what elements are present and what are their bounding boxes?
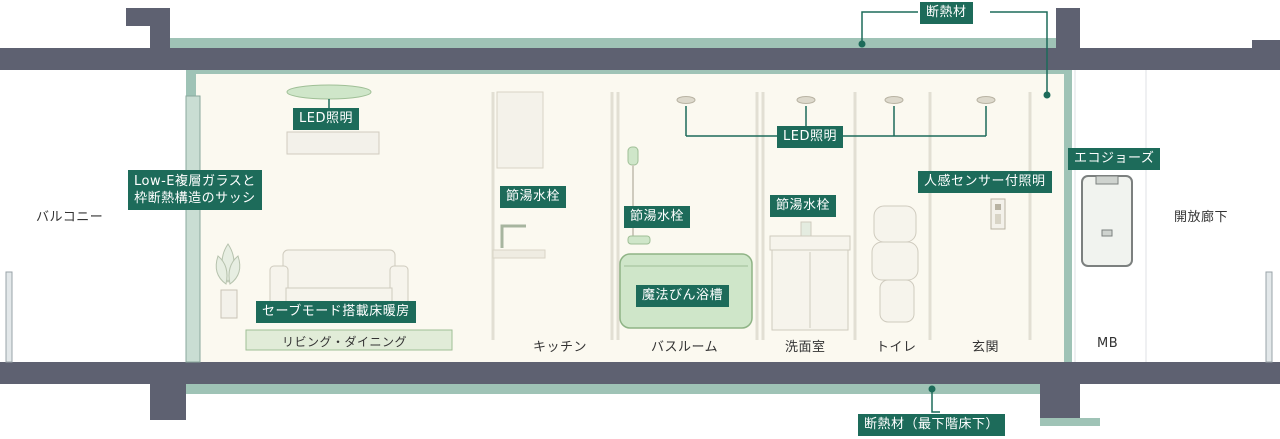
insulation-leader-lines	[861, 11, 1048, 413]
faucet-wash-label: 節湯水栓	[770, 195, 837, 217]
room-mb: MB	[1097, 336, 1119, 351]
washbasin-drawing	[769, 221, 851, 331]
room-washroom: 洗面室	[785, 340, 826, 355]
floor-heating-label: セーブモード搭載床暖房	[256, 301, 416, 323]
partitions	[491, 92, 1032, 340]
upper-wall-right	[1056, 8, 1080, 50]
room-kitchen: キッチン	[533, 340, 588, 355]
bath-faucet	[627, 235, 651, 245]
room-balcony: バルコニー	[36, 210, 104, 225]
ceiling-slab	[0, 48, 1280, 70]
led-living-label: LED照明	[293, 108, 359, 130]
window-sash	[185, 95, 201, 363]
insulation-dot-wall	[1043, 91, 1051, 99]
bathtub-label: 魔法びん浴槽	[636, 285, 730, 307]
roof-insulation	[170, 38, 1056, 48]
upper-wall-left-cap	[126, 8, 170, 26]
downlights	[676, 96, 996, 104]
led-wet-label: LED照明	[777, 126, 843, 148]
lower-wall-left	[150, 384, 186, 420]
balcony-railing	[5, 271, 13, 363]
floor-slab	[0, 362, 1280, 384]
room-living: リビング・ダイニング	[282, 335, 408, 349]
floor-insulation-corner	[1040, 418, 1100, 426]
glass-line-2: 枠断熱構造のサッシ	[134, 191, 256, 206]
air-conditioner	[286, 131, 380, 155]
floor-heating-rug	[245, 329, 453, 351]
corridor-railing	[1265, 271, 1273, 363]
insulation-dot-top	[858, 40, 866, 48]
ecojoze-label: エコジョーズ	[1068, 148, 1161, 170]
sensor-light-label: 人感センサー付照明	[918, 171, 1052, 193]
faucet-bath-label: 節湯水栓	[624, 206, 691, 228]
lower-wall-right	[1040, 384, 1080, 420]
upper-right-cap	[1252, 40, 1280, 50]
toilet-drawing	[871, 205, 919, 323]
kitchen-faucet	[500, 224, 526, 248]
glass-line-1: Low-E複層ガラスと	[134, 174, 256, 189]
room-toilet: トイレ	[876, 340, 917, 355]
insulation-label: 断熱材	[920, 2, 973, 24]
insulation-floor-label: 断熱材（最下階床下）	[858, 414, 1006, 436]
room-entrance: 玄関	[972, 340, 1000, 355]
kitchen-upper-cabinet	[496, 91, 544, 169]
shower-head	[627, 146, 639, 166]
room-corridor: 開放廊下	[1174, 210, 1229, 225]
glass-sash-label: Low-E複層ガラスと 枠断熱構造のサッシ	[128, 170, 262, 210]
room-bathroom: バスルーム	[651, 340, 719, 355]
faucet-kitchen-label: 節湯水栓	[500, 186, 567, 208]
floor-insulation	[186, 384, 1040, 394]
kitchen-counter	[492, 249, 546, 259]
insulation-dot-bottom	[928, 385, 936, 393]
plant-decoration	[215, 243, 241, 319]
led-living-light	[286, 84, 372, 100]
ecojoze-heater	[1081, 175, 1133, 267]
